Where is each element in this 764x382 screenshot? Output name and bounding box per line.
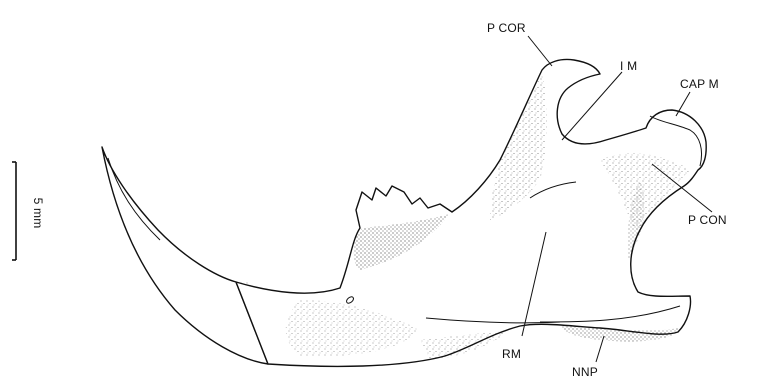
scale-bar: 5 mm: [12, 162, 45, 260]
label-cap-m: CAP M: [680, 77, 719, 91]
label-p-con: P CON: [688, 213, 727, 227]
incisor: [102, 147, 278, 364]
scale-bar-label: 5 mm: [31, 198, 45, 229]
label-rm: RM: [502, 347, 521, 361]
label-p-cor: P COR: [487, 21, 526, 35]
label-nnp: NNP: [572, 365, 598, 379]
mandible-body: [236, 59, 706, 366]
label-i-m: I M: [620, 59, 637, 73]
